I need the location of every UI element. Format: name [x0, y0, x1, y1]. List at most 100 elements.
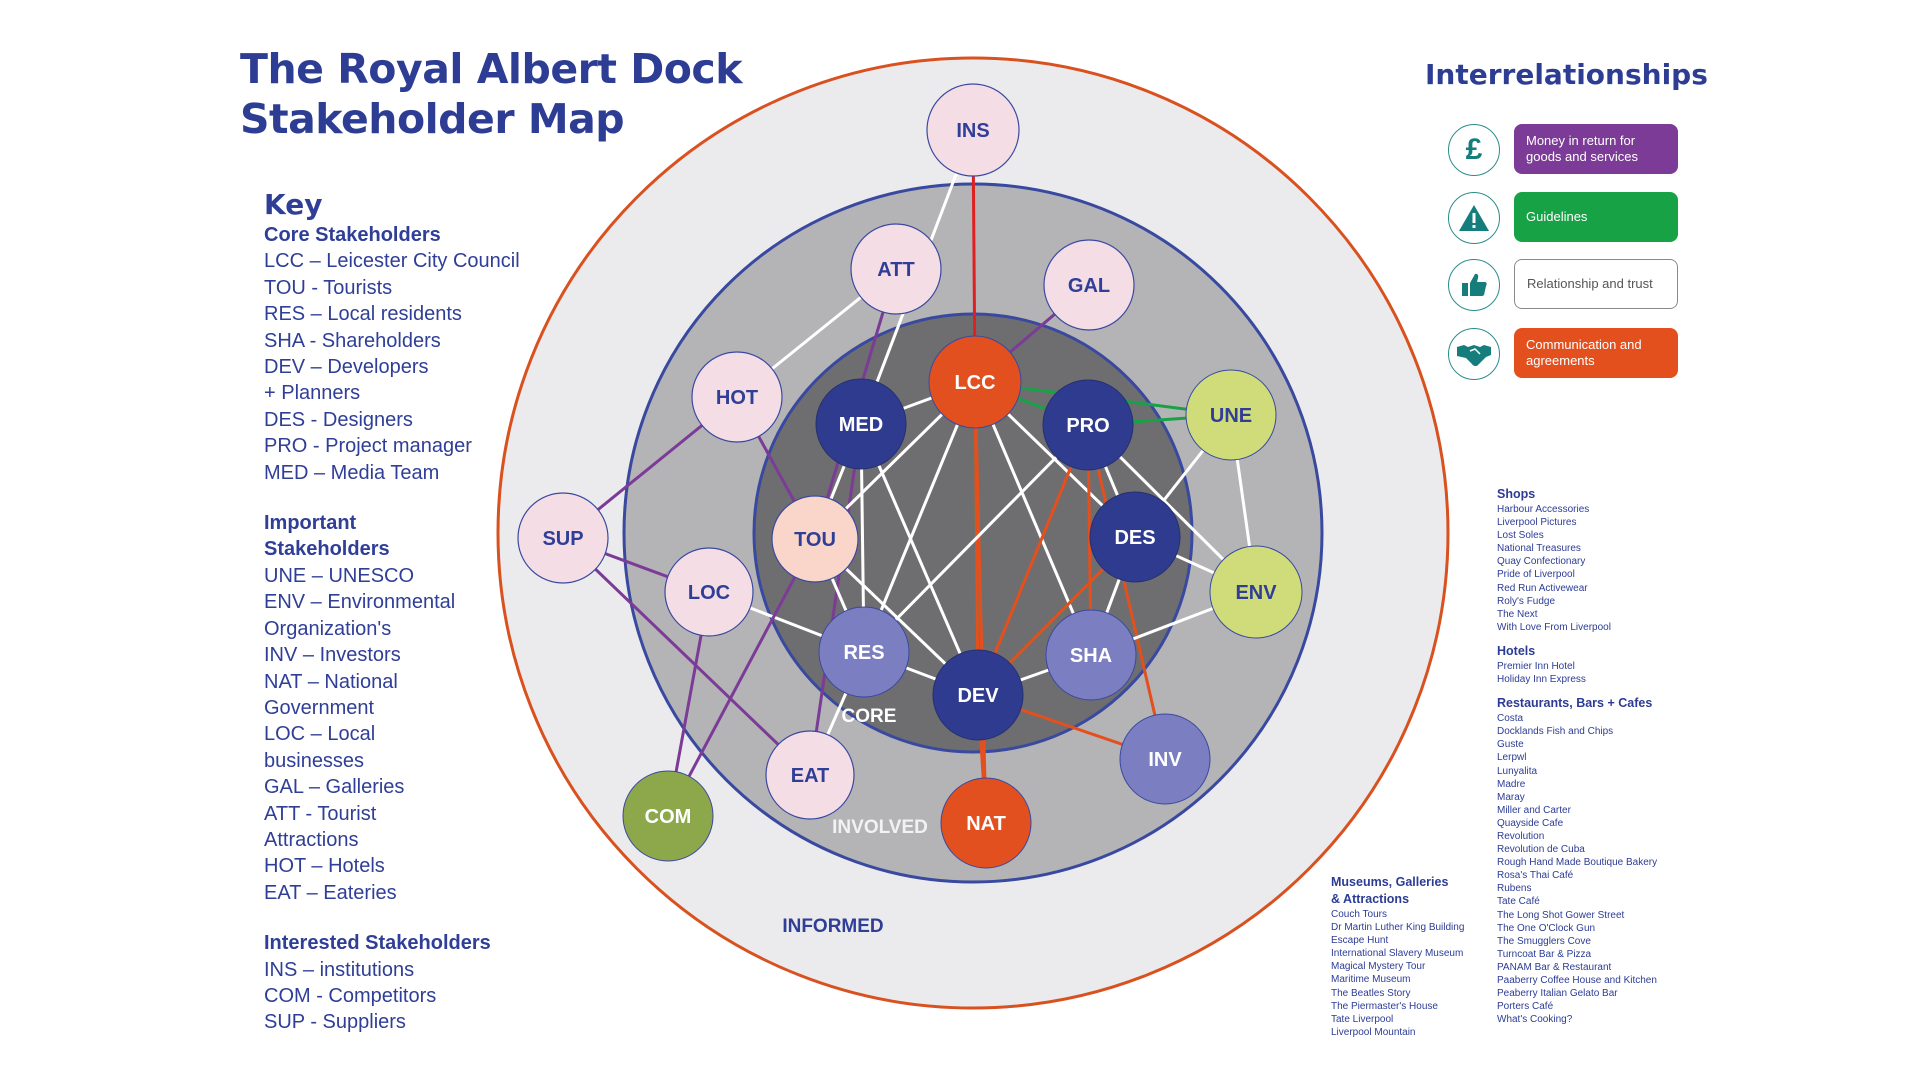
key-item: INS – institutions [264, 958, 415, 981]
edge-tou-com [666, 538, 817, 817]
important-heading-2: Stakeholders [264, 538, 390, 561]
key-item: EAT – Eateries [264, 881, 397, 904]
list-item: Couch Tours [1331, 909, 1387, 920]
list-item: Lunyalita [1497, 765, 1538, 777]
list-item: Liverpool Mountain [1331, 1026, 1416, 1038]
node-label: INV [1148, 749, 1182, 771]
key-item: businesses [264, 749, 365, 772]
node-eat: EAT [765, 730, 855, 820]
key-item: GAL – Galleries [264, 776, 405, 799]
museums-heading-1: Museums, Galleries [1331, 875, 1449, 889]
page-title: The Royal Albert Dock Stakeholder Map [240, 44, 743, 144]
list-item: The Long Shot Gower Street [1497, 909, 1625, 921]
node-circle [517, 492, 609, 584]
list-item: Roly's Fudge [1497, 595, 1556, 607]
list-item: What's Cooking? [1497, 1014, 1573, 1026]
list-item: The Beatles Story [1331, 987, 1411, 999]
key-item: RES – Local residents [264, 303, 462, 326]
key-item: SHA - Shareholders [264, 329, 441, 352]
node-label: TOU [794, 529, 836, 551]
node-env: ENV [1209, 545, 1303, 639]
key-item: HOT – Hotels [264, 855, 385, 878]
key-item: ENV – Environmental [264, 591, 456, 614]
node-circle [815, 378, 907, 470]
list-item: Tate Café [1497, 896, 1540, 908]
list-item: Turncoat Bar & Pizza [1497, 948, 1592, 960]
list-item: Magical Mystery Tour [1331, 961, 1426, 973]
key-item: ATT - Tourist [264, 802, 377, 825]
list-item: Lost Soles [1497, 530, 1544, 542]
key-item: LCC – Leicester City Council [264, 250, 520, 273]
node-loc: LOC [664, 547, 754, 637]
list-item: Paaberry Coffee House and Kitchen [1497, 975, 1657, 986]
museums-list: Couch Tours Dr Martin Luther King Buildin… [1331, 908, 1464, 1039]
node-circle [1043, 239, 1135, 331]
legend-trust-label: Relationship and trust [1514, 259, 1678, 309]
node-label: PRO [1066, 415, 1109, 437]
node-circle [926, 83, 1020, 177]
node-sup: SUP [517, 492, 609, 584]
legend-guidelines-label: Guidelines [1514, 192, 1678, 242]
directory-museums: Museums, Galleries & Attractions Couch T… [1331, 874, 1464, 1039]
node-label: NAT [966, 813, 1006, 835]
list-item: Docklands Fish and Chips [1497, 726, 1614, 738]
node-tou: TOU [771, 495, 859, 583]
node-circle [932, 649, 1024, 741]
node-une: UNE [1185, 369, 1277, 461]
node-nat: NAT [940, 777, 1032, 869]
node-label: SUP [542, 528, 583, 550]
edge-sup-eat [561, 536, 812, 777]
pound-icon: £ [1448, 124, 1500, 176]
node-label: UNE [1210, 405, 1252, 427]
node-label: ATT [877, 259, 914, 281]
node-ins: INS [926, 83, 1020, 177]
node-label: COM [645, 806, 692, 828]
warning-icon [1448, 192, 1500, 244]
node-label: DEV [957, 685, 999, 707]
shops-heading: Shops [1497, 487, 1536, 501]
edge-pro-dev [976, 424, 1090, 696]
node-com: COM [622, 770, 714, 862]
node-hot: HOT [691, 351, 783, 443]
list-item: International Slavery Museum [1331, 948, 1464, 960]
node-label: LCC [954, 372, 995, 394]
list-item: Porters Café [1497, 1001, 1554, 1013]
node-circle [928, 335, 1022, 429]
node-label: LOC [688, 582, 730, 604]
list-item: Maray [1497, 791, 1525, 803]
key-item: + Planners [264, 382, 361, 405]
core-heading: Core Stakeholders [264, 224, 441, 246]
node-label: GAL [1068, 275, 1110, 297]
list-item: Pride of Liverpool [1497, 569, 1575, 581]
node-lcc: LCC [928, 335, 1022, 429]
node-circle [1119, 713, 1211, 805]
edge-pro-inv [1086, 424, 1167, 760]
list-item: Costa [1497, 713, 1524, 725]
interested-heading: Interested Stakeholders [264, 932, 491, 955]
key-panel: Key Core Stakeholders LCC – Leicester Ci… [264, 188, 564, 1036]
node-sha: SHA [1045, 609, 1137, 701]
node-gal: GAL [1043, 239, 1135, 331]
list-item: Madre [1497, 778, 1526, 790]
list-item: Peaberry Italian Gelato Bar [1497, 988, 1618, 1000]
list-item: Dr Martin Luther King Building [1331, 922, 1465, 934]
list-item: The Next [1497, 608, 1538, 620]
node-circle [664, 547, 754, 637]
list-item: Rough Hand Made Boutique Bakery [1497, 857, 1658, 869]
node-dev: DEV [932, 649, 1024, 741]
key-item: SUP - Suppliers [264, 1011, 406, 1034]
edge-lcc-sha [973, 381, 1093, 656]
node-label: SHA [1070, 645, 1112, 667]
node-med: MED [815, 378, 907, 470]
informed-ring-label: INFORMED [782, 916, 883, 937]
list-item: Harbour Accessories [1497, 504, 1590, 515]
hotels-heading: Hotels [1497, 643, 1536, 658]
